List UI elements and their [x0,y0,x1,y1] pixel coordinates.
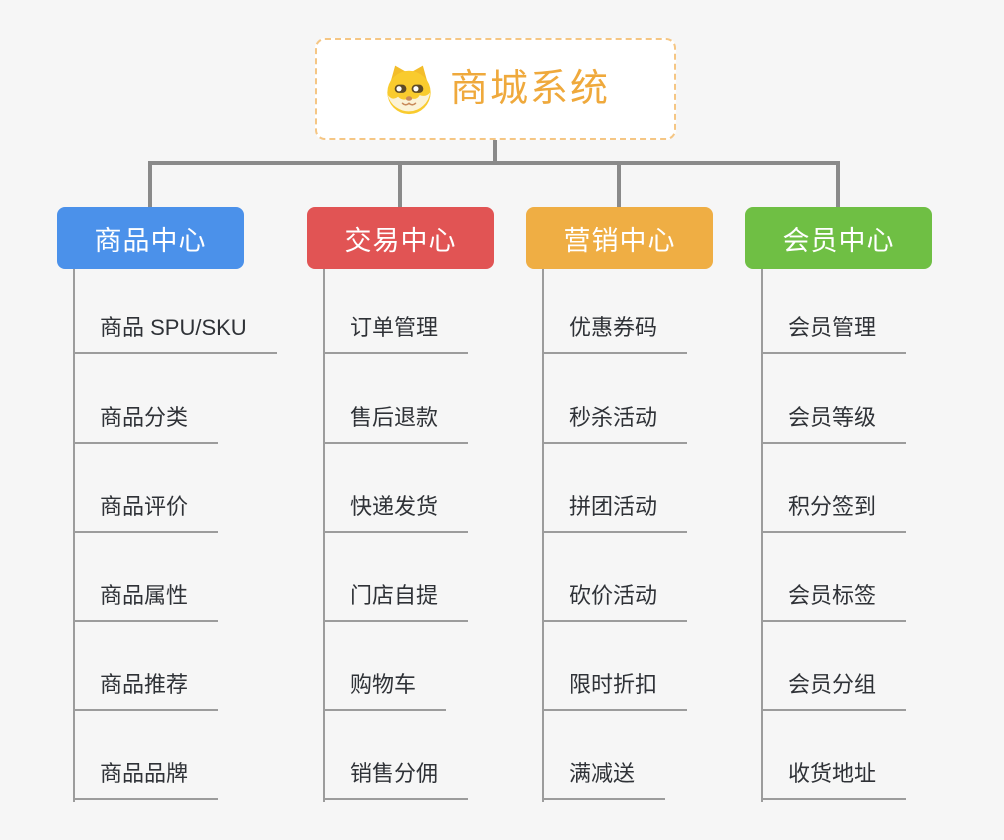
connector-rail [148,161,840,165]
leaf-topic[interactable]: 商品推荐 [73,670,219,711]
leaf-topic[interactable]: 购物车 [323,670,447,711]
branch-topic-label: 会员中心 [782,225,895,256]
branch-topic-label: 交易中心 [344,225,457,256]
leaf-topic[interactable]: 砍价活动 [542,581,688,622]
leaf-topic[interactable]: 商品属性 [73,581,219,622]
branch-marketing-center: 营销中心 优惠券码 秒杀活动 拼团活动 砍价活动 限时折扣 满减送 [526,0,786,840]
connector-drop-trade [398,161,402,208]
leaf-topic[interactable]: 收货地址 [761,759,907,800]
root-topic-label: 商城系统 [449,68,610,110]
branch-product-center: 商品中心 商品 SPU/SKU 商品分类 商品评价 商品属性 商品推荐 商品品牌 [57,0,317,840]
branch-trade-center: 交易中心 订单管理 售后退款 快递发货 门店自提 购物车 销售分佣 [307,0,567,840]
branch-connector-line [761,269,763,802]
leaf-topic[interactable]: 门店自提 [323,581,469,622]
leaf-topic[interactable]: 秒杀活动 [542,403,688,444]
branch-connector-line [542,269,544,802]
leaf-topic[interactable]: 拼团活动 [542,492,688,533]
leaf-topic[interactable]: 订单管理 [323,313,469,354]
leaf-topic[interactable]: 商品分类 [73,403,219,444]
leaf-topic[interactable]: 积分签到 [761,492,907,533]
branch-connector-line [323,269,325,802]
connector-drop-member [836,161,840,208]
leaf-topic[interactable]: 会员标签 [761,581,907,622]
branch-connector-line [73,269,75,802]
leaf-topic[interactable]: 会员等级 [761,403,907,444]
doge-icon [381,63,437,115]
connector-drop-marketing [617,161,621,208]
branch-topic-marketing-center[interactable]: 营销中心 [526,207,713,269]
leaf-topic[interactable]: 会员分组 [761,670,907,711]
leaf-topic[interactable]: 会员管理 [761,313,907,354]
branch-topic-label: 商品中心 [94,225,207,256]
connector-root-riser [493,140,497,163]
leaf-topic[interactable]: 商品评价 [73,492,219,533]
connector-drop-product [148,161,152,208]
leaf-topic[interactable]: 商品品牌 [73,759,219,800]
leaf-topic[interactable]: 销售分佣 [323,759,469,800]
leaf-topic[interactable]: 售后退款 [323,403,469,444]
branch-topic-member-center[interactable]: 会员中心 [745,207,932,269]
leaf-topic[interactable]: 快递发货 [323,492,469,533]
branch-topic-product-center[interactable]: 商品中心 [57,207,244,269]
root-topic[interactable]: 商城系统 [315,38,676,140]
leaf-topic[interactable]: 优惠券码 [542,313,688,354]
leaf-topic[interactable]: 商品 SPU/SKU [73,313,277,354]
leaf-topic[interactable]: 限时折扣 [542,670,688,711]
leaf-topic[interactable]: 满减送 [542,759,666,800]
branch-topic-label: 营销中心 [563,225,676,256]
branch-member-center: 会员中心 会员管理 会员等级 积分签到 会员标签 会员分组 收货地址 [745,0,1004,840]
branch-topic-trade-center[interactable]: 交易中心 [307,207,494,269]
